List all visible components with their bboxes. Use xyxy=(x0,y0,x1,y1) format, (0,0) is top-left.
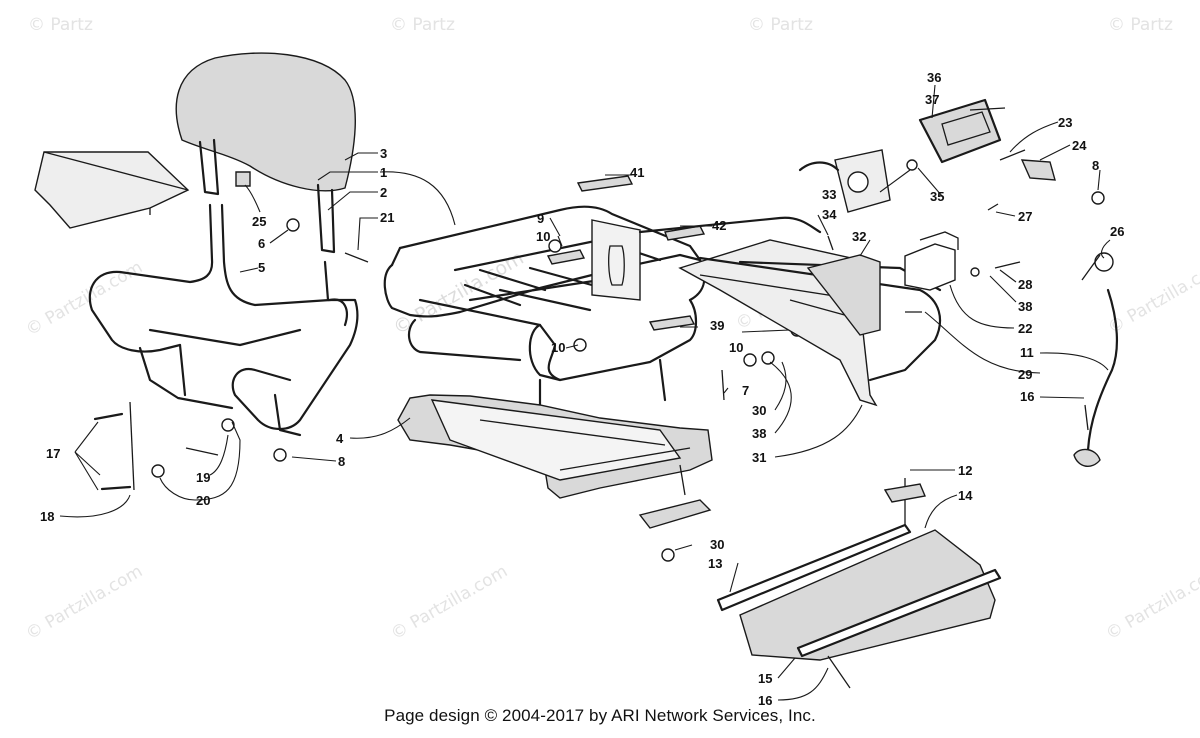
watermark: © Partzilla.com xyxy=(388,561,512,644)
callout-20: 20 xyxy=(196,493,210,508)
callout-42: 42 xyxy=(712,218,726,233)
backrest-frame-5 xyxy=(88,203,359,437)
frame-hardware-left xyxy=(93,171,369,491)
nut-30-lower xyxy=(661,548,675,562)
mount-22 xyxy=(904,231,1021,291)
callout-22: 22 xyxy=(1018,321,1032,336)
watermark: © Partz xyxy=(1108,15,1173,35)
callout-35: 35 xyxy=(930,189,944,204)
cap-25 xyxy=(235,171,251,187)
taillight-assembly xyxy=(798,98,1119,467)
callout-38: 38 xyxy=(1018,299,1032,314)
callout-31: 31 xyxy=(752,450,766,465)
footrest-assembly xyxy=(716,478,1002,689)
seat-cushion-plate xyxy=(34,151,190,229)
callout-9: 9 xyxy=(537,211,544,226)
watermark: © Partzilla.com xyxy=(23,561,147,644)
grommet-26 xyxy=(1094,252,1114,272)
callout-7: 7 xyxy=(742,383,749,398)
callout-23: 23 xyxy=(1058,115,1072,130)
right-hardware xyxy=(743,235,922,367)
callout-19: 19 xyxy=(196,470,210,485)
callout-28: 28 xyxy=(1018,277,1032,292)
callout-13: 13 xyxy=(708,556,722,571)
watermark: © Partz xyxy=(390,15,455,35)
callout-41: 41 xyxy=(630,165,644,180)
callout-27: 27 xyxy=(1018,209,1032,224)
callout-16: 16 xyxy=(758,693,772,708)
nut-10-top xyxy=(548,239,562,253)
nut-8-left xyxy=(273,448,287,462)
callout-26: 26 xyxy=(1110,224,1124,239)
seat-base-4 xyxy=(397,394,713,499)
decals xyxy=(546,175,706,331)
watermark: © Partzilla.com xyxy=(1105,255,1200,338)
callout-10: 10 xyxy=(551,340,565,355)
callout-6: 6 xyxy=(258,236,265,251)
nut-20 xyxy=(151,464,165,478)
callout-17: 17 xyxy=(46,446,60,461)
callout-5: 5 xyxy=(258,260,265,275)
callout-38: 38 xyxy=(752,426,766,441)
callout-15: 15 xyxy=(758,671,772,686)
callout-1: 1 xyxy=(380,165,387,180)
callout-10: 10 xyxy=(536,229,550,244)
nut-10-mid xyxy=(573,338,587,352)
callout-11: 11 xyxy=(1020,345,1034,360)
callout-18: 18 xyxy=(40,509,54,524)
backrest-pad xyxy=(175,52,356,254)
watermark: © Partzilla.com xyxy=(1103,561,1200,644)
callout-30: 30 xyxy=(752,403,766,418)
watermark: © Partzilla.com xyxy=(23,257,147,340)
callout-16: 16 xyxy=(1020,389,1034,404)
callout-2: 2 xyxy=(380,185,387,200)
nut-6 xyxy=(286,218,300,232)
leaders-right xyxy=(769,84,1111,458)
callout-37: 37 xyxy=(925,92,939,107)
callout-32: 32 xyxy=(852,229,866,244)
callout-36: 36 xyxy=(927,70,941,85)
callout-21: 21 xyxy=(380,210,394,225)
leaders-footrest xyxy=(729,469,958,701)
callout-39: 39 xyxy=(710,318,724,333)
callout-12: 12 xyxy=(958,463,972,478)
nut-19 xyxy=(221,418,235,432)
tail-bracket-31 xyxy=(638,216,942,407)
page-footer-copyright: Page design © 2004-2017 by ARI Network S… xyxy=(384,706,816,725)
callout-33: 33 xyxy=(822,187,836,202)
rack-1 xyxy=(383,205,706,412)
callout-3: 3 xyxy=(380,146,387,161)
callout-29: 29 xyxy=(1018,367,1032,382)
leaders-left xyxy=(59,152,378,518)
callout-25: 25 xyxy=(252,214,266,229)
callout-8: 8 xyxy=(338,454,345,469)
seat-base-hardware xyxy=(548,239,804,562)
callout-34: 34 xyxy=(822,207,837,222)
callout-24: 24 xyxy=(1072,138,1087,153)
callout-10: 10 xyxy=(729,340,743,355)
watermark: © Partz xyxy=(748,15,813,35)
callout-4: 4 xyxy=(336,431,344,446)
callout-14: 14 xyxy=(958,488,973,503)
callout-8: 8 xyxy=(1092,158,1099,173)
watermark: © Partz xyxy=(28,15,93,35)
callout-30: 30 xyxy=(710,537,724,552)
